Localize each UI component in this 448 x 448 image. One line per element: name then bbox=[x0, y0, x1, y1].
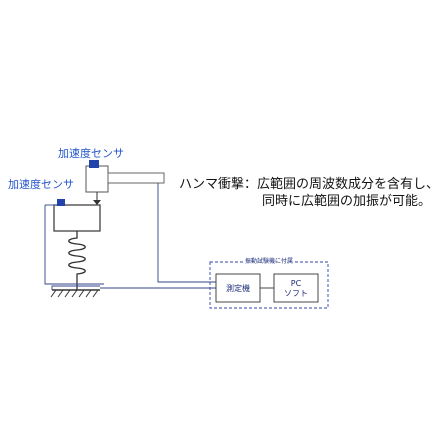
sensor-left-block bbox=[57, 199, 65, 206]
sensor-top-block bbox=[89, 160, 99, 168]
sensor-left-label: 加速度センサ bbox=[8, 177, 74, 191]
impact-arrow-head bbox=[93, 200, 101, 205]
pc-software-box bbox=[273, 273, 319, 303]
hammer-handle bbox=[107, 172, 165, 184]
spring bbox=[68, 231, 86, 290]
pc-label: PC bbox=[291, 279, 302, 288]
device-group-box bbox=[209, 261, 329, 309]
device-group-label: 振動試験機に付属 bbox=[245, 257, 293, 265]
sensor-top-label: 加速度センサ bbox=[58, 146, 124, 160]
ground-hatch bbox=[50, 289, 99, 298]
software-label: ソフト bbox=[284, 289, 308, 298]
device-group-label-bg bbox=[244, 257, 294, 265]
hammer-head bbox=[85, 165, 109, 193]
measure-device-box bbox=[215, 273, 261, 303]
mass-block bbox=[53, 204, 101, 232]
cable-left-sensor-a bbox=[44, 205, 104, 290]
measure-device-label: 測定機 bbox=[226, 283, 250, 293]
cable-top-sensor bbox=[157, 183, 216, 283]
hammer-impact-line1: ハンマ衝撃：広範囲の周波数成分を含有し、 bbox=[179, 176, 439, 192]
hammer-impact-line2: 同時に広範囲の加振が可能。 bbox=[262, 194, 431, 209]
